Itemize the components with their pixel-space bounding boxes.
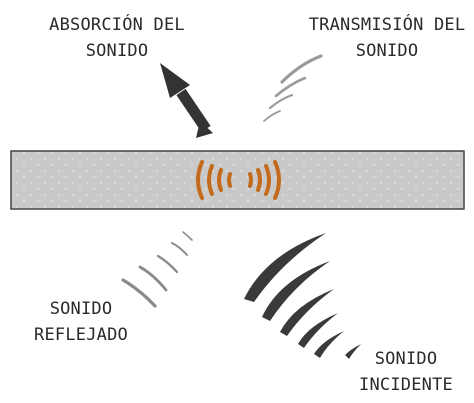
incident-label-line-2: INCIDENTE (359, 375, 453, 395)
incident-label-line-1: SONIDO (374, 349, 438, 369)
absorption-label-line-1: ABSORCIÓN DEL (49, 15, 185, 35)
incident-label: SONIDO INCIDENTE (340, 346, 472, 398)
transmission-label: TRANSMISIÓN DEL SONIDO (300, 12, 474, 64)
absorption-arrow-icon (160, 63, 213, 138)
sound-waves-icon (196, 160, 281, 200)
reflected-waves-icon (121, 231, 193, 308)
transmission-label-line-1: TRANSMISIÓN DEL (308, 15, 466, 35)
reflected-label-line-2: REFLEJADO (34, 325, 128, 345)
panel (10, 150, 465, 210)
incident-waves-icon (244, 233, 361, 359)
reflected-label-line-1: SONIDO (49, 299, 113, 319)
transmitted-waves-icon (263, 54, 323, 122)
absorption-label: ABSORCIÓN DEL SONIDO (22, 12, 212, 64)
transmission-label-line-2: SONIDO (355, 41, 419, 61)
absorption-label-line-2: SONIDO (85, 41, 149, 61)
reflected-label: SONIDO REFLEJADO (10, 296, 152, 348)
